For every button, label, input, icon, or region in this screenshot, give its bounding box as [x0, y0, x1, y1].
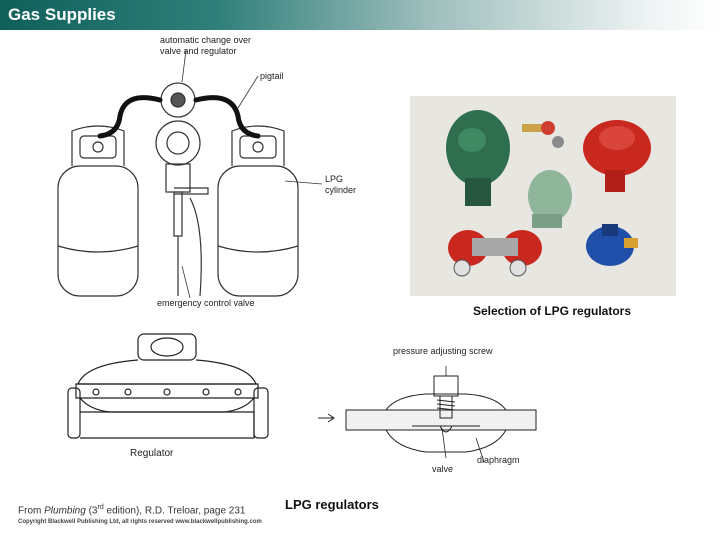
emergency-valve-label: emergency control valve: [157, 298, 255, 308]
credit-prefix: From: [18, 505, 45, 517]
changeover-valve-label: automatic change over valve and regulato…: [160, 35, 251, 57]
regulator-section-diagram: [318, 366, 537, 463]
changeover-valve-label-line1: automatic change over: [160, 35, 252, 45]
regulator-diagram: [67, 333, 269, 439]
changeover-valve-label-line2: valve and regulator: [160, 46, 237, 56]
title-bar: Gas Supplies: [0, 0, 720, 30]
main-caption: LPG regulators: [285, 497, 379, 512]
cylinder-diagram: [57, 49, 323, 299]
regulators-photo-art: [446, 110, 651, 277]
credit-book: Plumbing: [44, 505, 86, 517]
regulators-photo: [410, 96, 676, 296]
lpg-cylinder-label-line1: LPG: [325, 174, 344, 184]
source-credit: From Plumbing (3rd edition), R.D. Treloa…: [18, 504, 245, 516]
credit-suffix: edition), R.D. Treloar, page 231: [103, 505, 246, 517]
page-title: Gas Supplies: [8, 5, 116, 24]
credit-edition: (3: [88, 505, 98, 517]
pressure-screw-label: pressure adjusting screw: [393, 346, 493, 356]
pigtail-label: pigtail: [260, 71, 284, 81]
photo-caption: Selection of LPG regulators: [473, 304, 632, 318]
credit-edition-sup: rd: [97, 504, 104, 511]
diaphragm-label: diaphragm: [477, 455, 520, 465]
regulator-label: Regulator: [130, 448, 174, 459]
copyright-notice: Copyright Blackwell Publishing Ltd, all …: [18, 519, 262, 525]
valve-label: valve: [432, 464, 454, 474]
lpg-cylinder-label-line2: cylinder: [325, 185, 357, 195]
lpg-cylinder-label: LPG cylinder: [325, 174, 356, 196]
